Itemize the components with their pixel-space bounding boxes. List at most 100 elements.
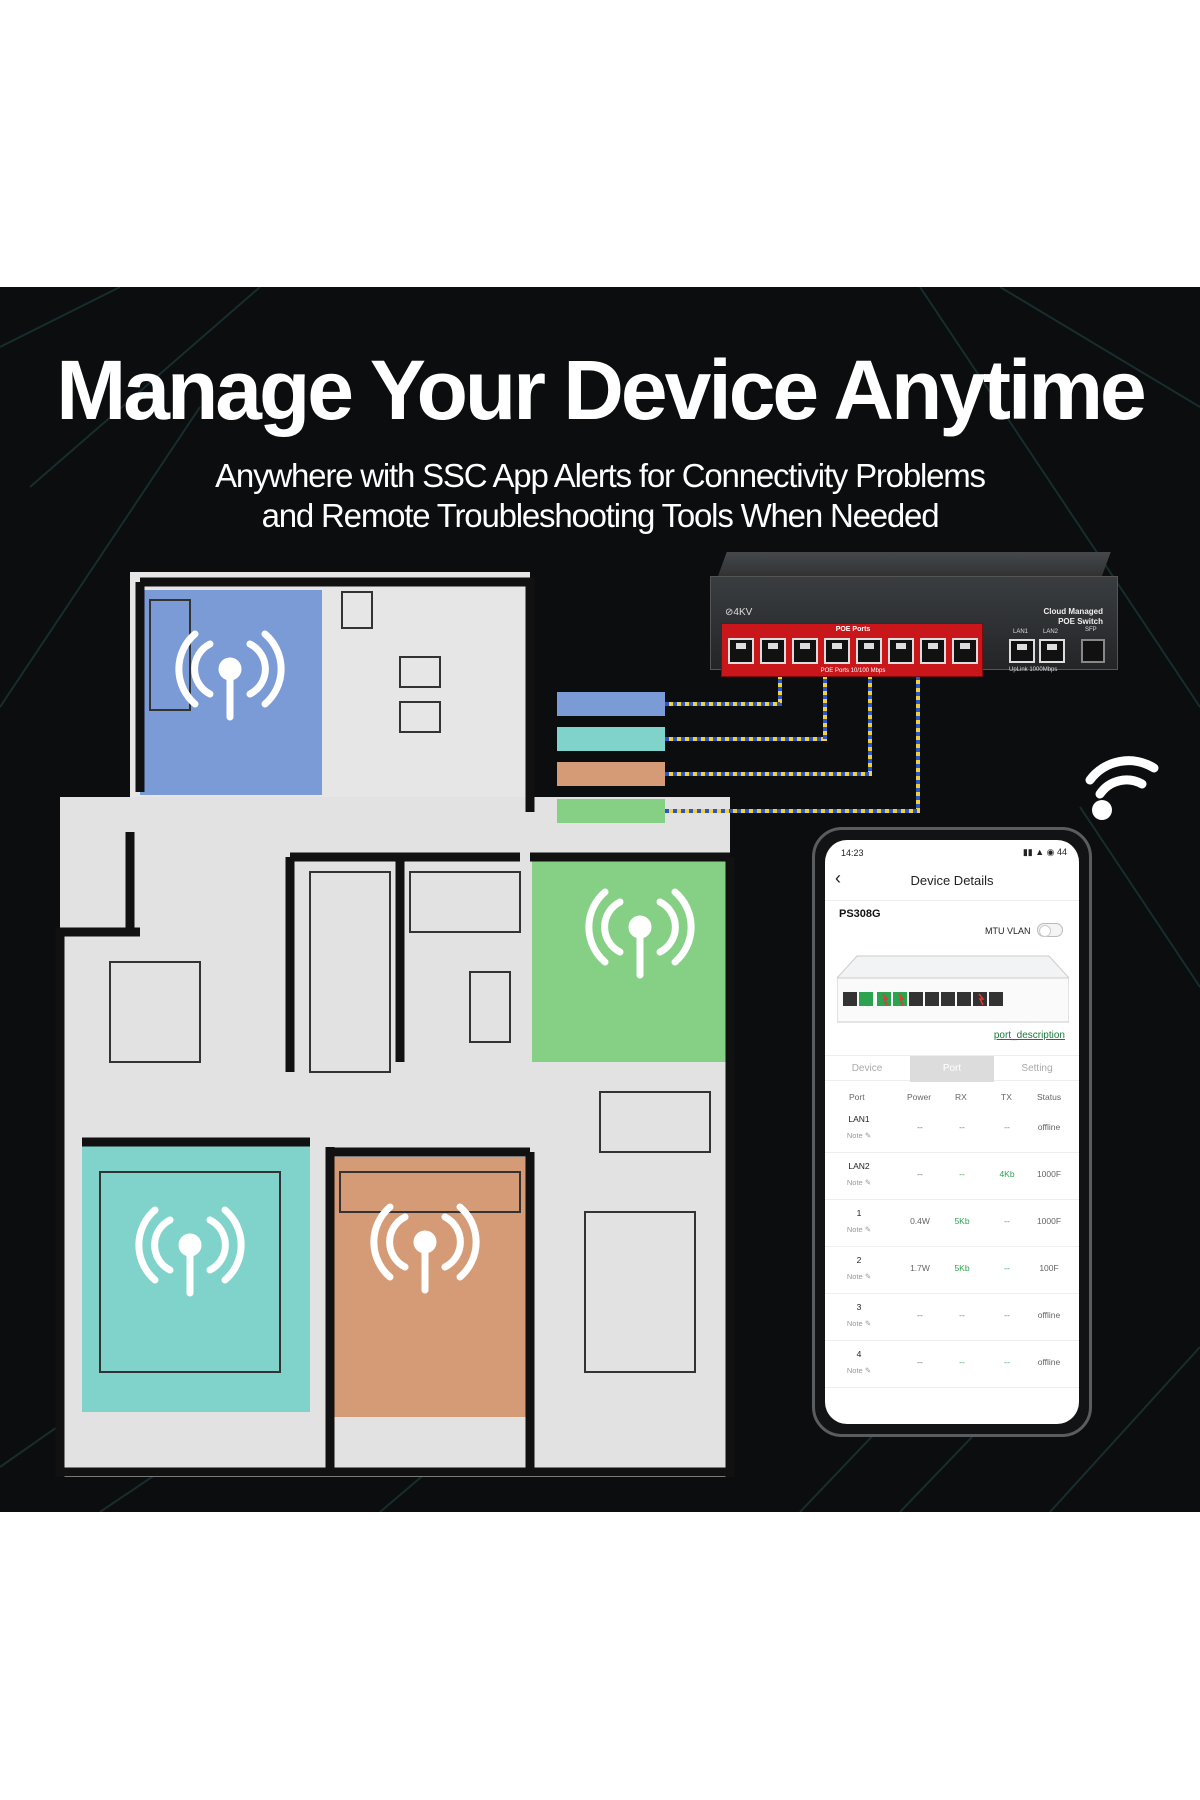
room-green <box>532 857 726 1062</box>
port-table-header: Port Power RX TX Status <box>825 1090 1079 1108</box>
row-power: -- <box>917 1122 923 1132</box>
row-note-edit[interactable]: Note ✎ <box>846 1366 872 1375</box>
switch-front-panel: ⊘4KV Cloud Managed POE Switch POE Ports … <box>710 576 1118 677</box>
uplink-panel: LAN1 LAN2 UpLink 1000Mbps <box>1001 623 1081 677</box>
row-rx: -- <box>959 1122 965 1132</box>
poe-switch: ⊘4KV Cloud Managed POE Switch POE Ports … <box>710 552 1118 677</box>
row-status: offline <box>1037 1357 1061 1367</box>
tab-device[interactable]: Device <box>851 1063 883 1074</box>
strip-green <box>557 799 665 823</box>
row-rx: -- <box>959 1357 965 1367</box>
table-row[interactable]: 1 Note ✎ 0.4W 5Kb -- 1000F <box>825 1200 1079 1247</box>
status-icons: ▮▮ ▲ ◉ 44 <box>1022 847 1067 857</box>
promo-banner: Manage Your Device Anytime Anywhere with… <box>0 287 1200 1512</box>
poe-port-2 <box>760 638 786 664</box>
row-rx: -- <box>959 1169 965 1179</box>
switch-top-panel <box>717 552 1111 578</box>
col-rx: RX <box>955 1092 967 1102</box>
poe-port-6 <box>888 638 914 664</box>
row-note-edit[interactable]: Note ✎ <box>846 1319 872 1328</box>
strip-teal <box>557 727 665 751</box>
subtitle-line-1: Anywhere with SSC App Alerts for Connect… <box>215 457 986 494</box>
strip-orange <box>557 762 665 786</box>
wifi-icon-large <box>1085 756 1159 820</box>
screen-title: Device Details <box>910 873 994 888</box>
back-arrow-icon[interactable]: ‹ <box>835 868 841 888</box>
poe-port-5 <box>856 638 882 664</box>
row-tx: -- <box>1004 1216 1010 1226</box>
lan1-port <box>1009 639 1035 663</box>
tab-bar: Device Port Setting <box>825 1055 1079 1082</box>
floor-plan <box>55 572 735 1477</box>
tab-setting[interactable]: Setting <box>1021 1063 1053 1074</box>
row-power: 1.7W <box>910 1263 930 1273</box>
row-port: 4 <box>856 1349 862 1359</box>
row-tx: -- <box>1004 1263 1010 1273</box>
device-name: PS308G <box>839 908 881 920</box>
tab-port[interactable]: Port <box>910 1056 994 1082</box>
status-time: 14:23 <box>841 848 864 858</box>
poe-port-3 <box>792 638 818 664</box>
row-note-edit[interactable]: Note ✎ <box>846 1225 872 1234</box>
lan1-label: LAN1 <box>1013 629 1029 635</box>
poe-port-1 <box>728 638 754 664</box>
row-power: 0.4W <box>910 1216 930 1226</box>
row-power: -- <box>917 1169 923 1179</box>
wifi-icon-green <box>585 888 695 979</box>
col-tx: TX <box>1001 1092 1012 1102</box>
poe-panel-caption: POE Ports 10/100 Mbps <box>820 668 886 674</box>
row-power: -- <box>917 1357 923 1367</box>
room-teal <box>82 1142 310 1412</box>
row-rx: 5Kb <box>954 1216 970 1226</box>
lan2-port <box>1039 639 1065 663</box>
strip-blue <box>557 692 665 716</box>
poe-port-panel: POE Ports POE Ports 10/100 Mbps <box>721 623 983 677</box>
row-tx: -- <box>1004 1357 1010 1367</box>
switch-model-line-2: POE Switch <box>1058 617 1103 626</box>
header-divider <box>825 900 1079 901</box>
port-table-body: LAN1 Note ✎ -- -- -- offline LAN2 Note ✎… <box>825 1106 1079 1388</box>
sfp-port <box>1081 639 1105 663</box>
poe-port-8 <box>952 638 978 664</box>
table-row[interactable]: LAN1 Note ✎ -- -- -- offline <box>825 1106 1079 1153</box>
row-rx: 5Kb <box>954 1263 970 1273</box>
switch-illustration <box>837 955 1069 1023</box>
row-note-edit[interactable]: Note ✎ <box>846 1272 872 1281</box>
wifi-icon-orange <box>370 1203 480 1294</box>
mtu-vlan-label: MTU VLAN <box>985 926 1031 936</box>
table-row[interactable]: 3 Note ✎ -- -- -- offline <box>825 1294 1079 1341</box>
col-power: Power <box>907 1092 932 1102</box>
row-status: offline <box>1037 1310 1061 1320</box>
row-note-edit[interactable]: Note ✎ <box>846 1131 872 1140</box>
room-orange <box>330 1157 528 1417</box>
wifi-icon-teal <box>135 1206 245 1297</box>
table-row[interactable]: LAN2 Note ✎ -- -- 4Kb 1000F <box>825 1153 1079 1200</box>
row-status: 100F <box>1039 1263 1059 1273</box>
app-screen: 14:23 ▮▮ ▲ ◉ 44 ‹ Device Details PS308G … <box>825 840 1079 1424</box>
table-row[interactable]: 2 Note ✎ 1.7W 5Kb -- 100F <box>825 1247 1079 1294</box>
row-status: offline <box>1037 1122 1061 1132</box>
row-rx: -- <box>959 1310 965 1320</box>
poe-port-4 <box>824 638 850 664</box>
row-status: 1000F <box>1036 1169 1062 1179</box>
poe-port-7 <box>920 638 946 664</box>
switch-brand: ⊘4KV <box>725 607 753 618</box>
wifi-icon-blue <box>175 630 285 721</box>
uplink-label: UpLink 1000Mbps <box>1009 667 1058 673</box>
row-port: 2 <box>856 1255 862 1265</box>
sfp-label: SFP <box>1085 627 1097 633</box>
row-tx: -- <box>1004 1122 1010 1132</box>
col-port: Port <box>849 1092 865 1102</box>
row-tx: -- <box>1004 1310 1010 1320</box>
switch-model-line-1: Cloud Managed <box>1043 607 1103 616</box>
row-note-edit[interactable]: Note ✎ <box>846 1178 872 1187</box>
row-port: LAN2 <box>848 1161 870 1171</box>
row-port: 1 <box>856 1208 862 1218</box>
background-streaks <box>0 287 1200 1512</box>
mtu-vlan-toggle[interactable] <box>1037 923 1063 937</box>
port-description-link[interactable]: port_description <box>993 1030 1065 1041</box>
table-row[interactable]: 4 Note ✎ -- -- -- offline <box>825 1341 1079 1388</box>
page-title: Manage Your Device Anytime <box>56 343 1147 437</box>
row-power: -- <box>917 1310 923 1320</box>
col-status: Status <box>1037 1092 1062 1102</box>
